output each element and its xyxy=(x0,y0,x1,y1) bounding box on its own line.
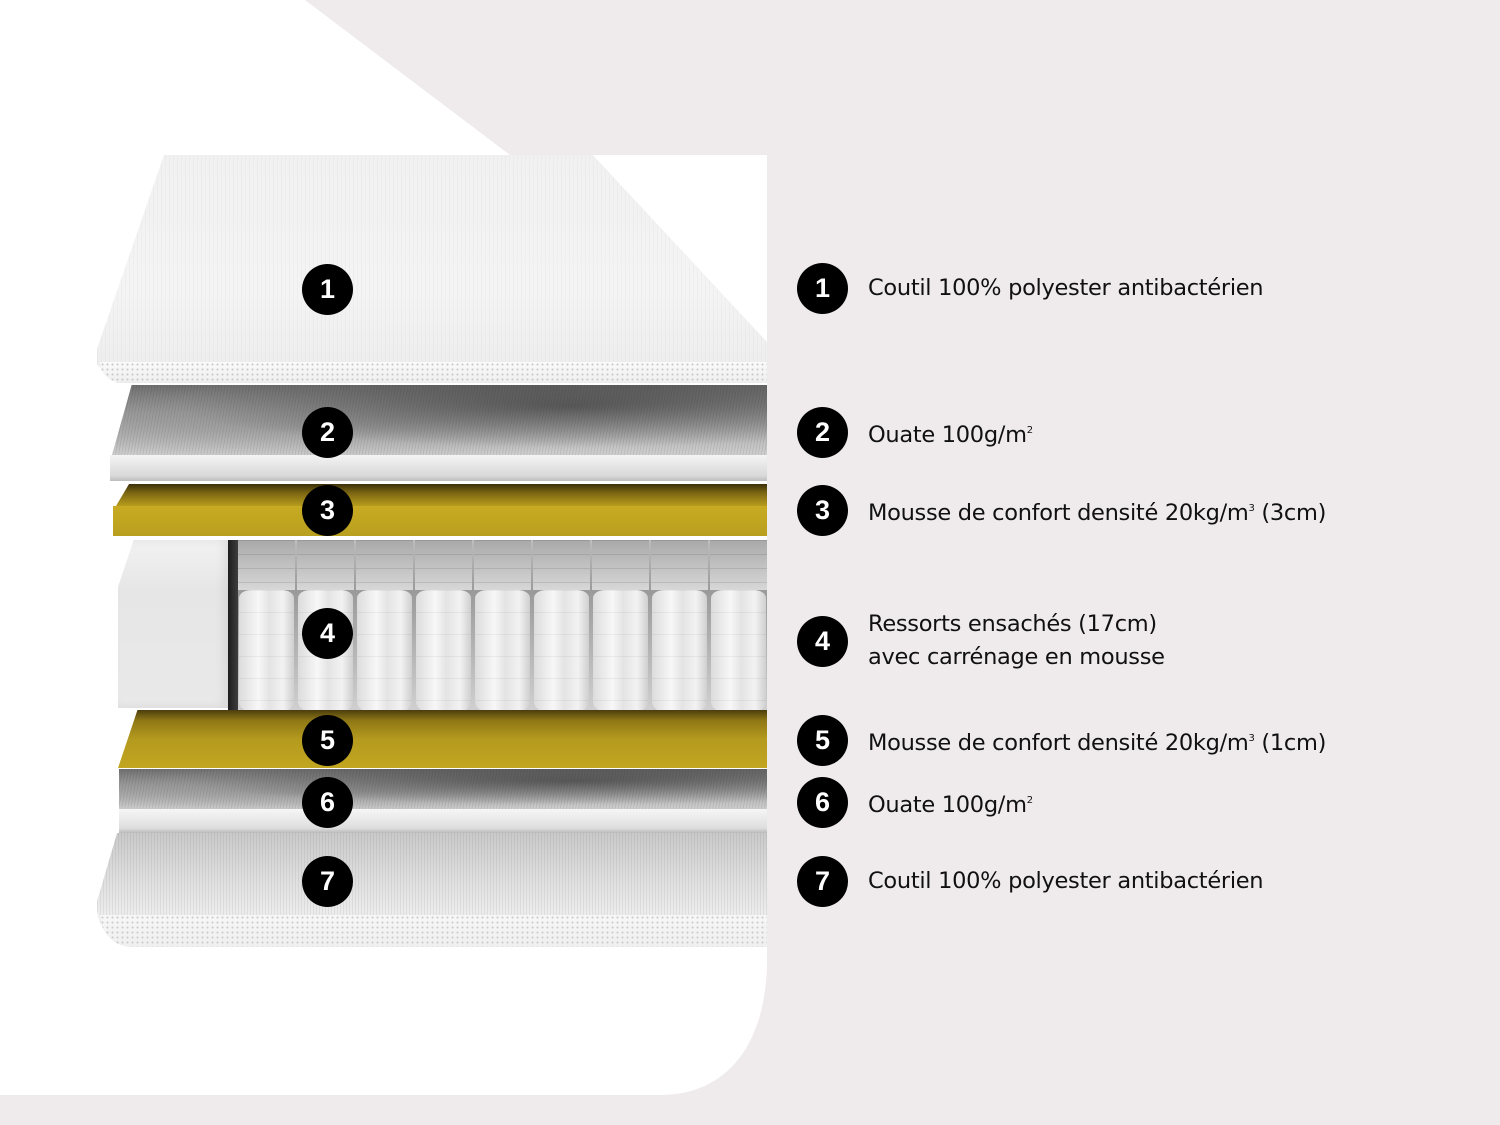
legend-label-text: Mousse de confort densité 20kg/m xyxy=(868,499,1249,526)
layer-wadding-top xyxy=(112,385,767,455)
legend-label-suffix: (3cm) xyxy=(1254,499,1327,526)
layer-comfort-foam-1cm xyxy=(118,710,767,768)
layer-badge-1: 1 xyxy=(302,264,353,315)
pocket-spring xyxy=(651,540,708,712)
pocket-spring xyxy=(710,540,767,712)
legend-badge-7: 7 xyxy=(797,856,848,907)
layer-badge-7: 7 xyxy=(302,856,353,907)
legend-item-6: 6 Ouate 100g/m2 xyxy=(797,777,1033,828)
legend-label-text: Ouate 100g/m xyxy=(868,791,1027,818)
legend-badge-1: 1 xyxy=(797,263,848,314)
legend-label-superscript: 2 xyxy=(1026,794,1033,806)
legend-label: Ouate 100g/m2 xyxy=(868,784,1033,822)
legend-badge-4: 4 xyxy=(797,615,848,667)
legend-label: Ouate 100g/m2 xyxy=(868,414,1033,452)
legend-badge-2: 2 xyxy=(797,407,848,458)
legend-badge-3: 3 xyxy=(797,485,848,536)
legend-item-5: 5 Mousse de confort densité 20kg/m3 (1cm… xyxy=(797,715,1326,766)
layer-wadding-bottom-side xyxy=(119,809,767,833)
layer-badge-2: 2 xyxy=(302,407,353,458)
layer-bottom-cover-edge xyxy=(100,915,767,947)
legend-label: Coutil 100% polyester antibactérien xyxy=(868,868,1264,894)
legend-label-superscript: 3 xyxy=(1248,732,1255,744)
mattress-illustration: 1 2 3 4 5 6 7 xyxy=(97,155,767,947)
layer-top-cover xyxy=(97,155,767,383)
legend-label-text: Mousse de confort densité 20kg/m xyxy=(868,729,1249,756)
legend-label: Ressorts ensachés (17cm) avec carrénage … xyxy=(868,608,1165,674)
layer-wadding-top-side xyxy=(110,455,767,481)
legend-item-4: 4 Ressorts ensachés (17cm) avec carrénag… xyxy=(797,608,1165,674)
legend-label: Coutil 100% polyester antibactérien xyxy=(868,275,1264,301)
layer-top-cover-edge xyxy=(100,362,767,382)
legend-item-1: 1 Coutil 100% polyester antibactérien xyxy=(797,263,1264,314)
layer-foam-encasement xyxy=(118,540,230,708)
layer-core-shadow xyxy=(228,540,240,710)
legend-label: Mousse de confort densité 20kg/m3 (1cm) xyxy=(868,722,1326,760)
layer-pocket-springs xyxy=(238,540,767,712)
layer-comfort-foam-3cm-top xyxy=(116,484,767,506)
pocket-spring xyxy=(415,540,472,712)
legend-label-line1: Ressorts ensachés (17cm) xyxy=(868,611,1157,637)
legend-label-superscript: 3 xyxy=(1248,502,1255,514)
layer-comfort-foam-3cm xyxy=(113,506,767,536)
layer-badge-6: 6 xyxy=(302,777,353,828)
legend-label-superscript: 2 xyxy=(1026,424,1033,436)
pocket-spring xyxy=(592,540,649,712)
legend-item-3: 3 Mousse de confort densité 20kg/m3 (3cm… xyxy=(797,485,1326,536)
pocket-spring xyxy=(356,540,413,712)
legend-badge-6: 6 xyxy=(797,777,848,828)
pocket-spring xyxy=(533,540,590,712)
layer-badge-3: 3 xyxy=(302,485,353,536)
legend-badge-5: 5 xyxy=(797,715,848,766)
legend-label-text: Ouate 100g/m xyxy=(868,421,1027,448)
pocket-spring xyxy=(474,540,531,712)
layer-badge-5: 5 xyxy=(302,715,353,766)
legend-label: Mousse de confort densité 20kg/m3 (3cm) xyxy=(868,492,1326,530)
pocket-spring xyxy=(238,540,295,712)
legend-item-2: 2 Ouate 100g/m2 xyxy=(797,407,1033,458)
layer-wadding-bottom xyxy=(119,769,767,809)
legend-label-line2: avec carrénage en mousse xyxy=(868,644,1165,670)
legend-label-suffix: (1cm) xyxy=(1254,729,1327,756)
layer-badge-4: 4 xyxy=(302,608,353,659)
legend-item-7: 7 Coutil 100% polyester antibactérien xyxy=(797,856,1264,907)
